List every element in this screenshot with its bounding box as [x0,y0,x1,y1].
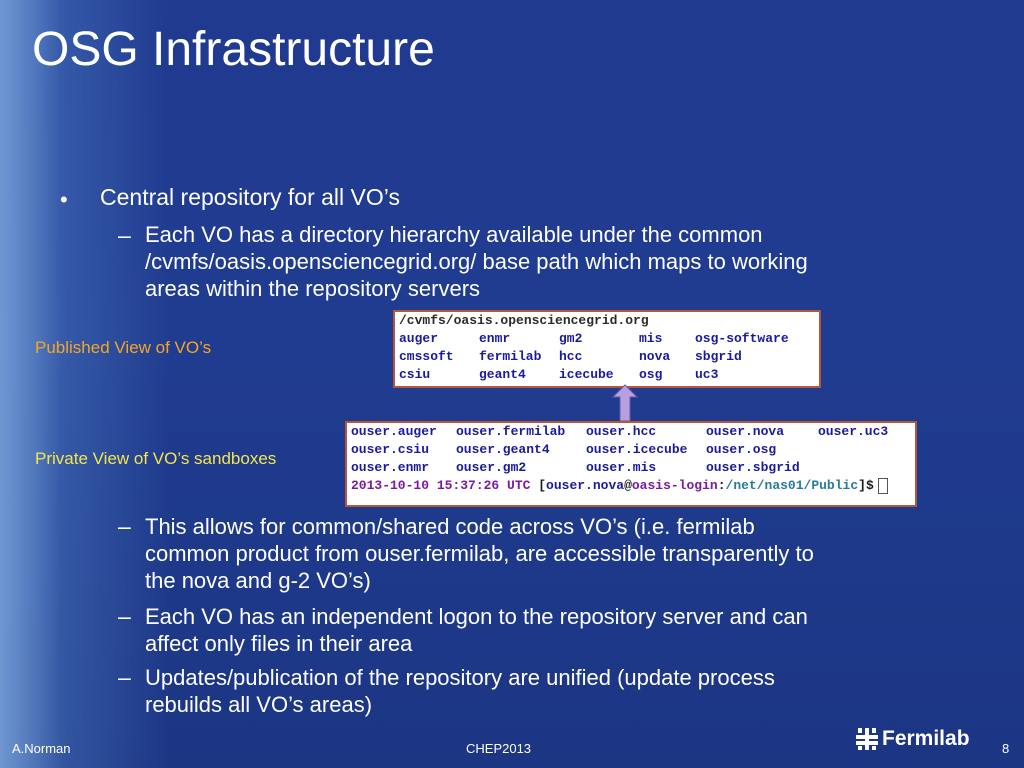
prompt-bracket-open: [ [530,478,547,493]
dir-entry: osg [639,367,663,382]
prompt-directory: /net/nas01/Public [725,478,859,493]
dir-entry: ouser.uc3 [818,424,889,439]
text-line: This allows for common/shared code acros… [145,514,755,539]
dir-entry: geant4 [479,367,526,382]
text-line: common product from ouser.fermilab, are … [145,541,814,566]
dir-entry: icecube [559,367,614,382]
up-arrow-icon [612,384,638,422]
fermilab-logo-text: Fermilab [882,727,970,750]
prompt-user: ouser.nova [546,478,625,493]
text-line: Each VO has an independent logon to the … [145,604,808,629]
terminal-row: ouser.enmr ouser.gm2 ouser.mis ouser.sbg… [347,459,915,477]
private-terminal-screenshot: ouser.auger ouser.fermilab ouser.hcc ous… [345,421,917,507]
bullet-marker: • [60,187,68,212]
dir-entry: ouser.nova [706,424,785,439]
text-line: areas within the repository servers [145,276,481,301]
sub-bullet-shared-code: This allows for common/shared code acros… [145,513,965,594]
dir-entry: nova [639,349,671,364]
dir-entry: sbgrid [695,349,742,364]
page-number: 8 [1002,741,1010,756]
prompt-at: @ [624,478,632,493]
dir-entry: ouser.gm2 [456,460,527,475]
dir-entry: ouser.enmr [351,460,430,475]
prompt-timestamp: 2013-10-10 15:37:26 UTC [351,478,531,493]
dir-entry: ouser.auger [351,424,437,439]
dir-entry: auger [399,331,439,346]
dir-entry: ouser.sbgrid [706,460,800,475]
prompt-bracket-close: ]$ [858,478,874,493]
sub-bullet-directory-hierarchy: Each VO has a directory hierarchy availa… [145,221,965,302]
text-line: Updates/publication of the repository ar… [145,665,775,690]
shell-prompt: 2013-10-10 15:37:26 UTC [ouser.nova@oasi… [347,477,915,495]
text-line: the nova and g-2 VO’s) [145,568,371,593]
terminal-row: csiu geant4 icecube osg uc3 [395,366,819,384]
terminal-row: auger enmr gm2 mis osg-software [395,330,819,348]
dir-entry: ouser.mis [586,460,657,475]
published-view-label: Published View of VO’s [35,338,212,357]
slide-title: OSG Infrastructure [32,23,435,76]
sub-bullet-updates-unified: Updates/publication of the repository ar… [145,664,965,718]
dir-entry: ouser.fermilab [456,424,566,439]
background-band [0,0,170,768]
bullet-central-repository: Central repository for all VO’s [100,184,400,210]
dir-entry: ouser.hcc [586,424,657,439]
dir-entry: ouser.icecube [586,442,688,457]
terminal-path: /cvmfs/oasis.opensciencegrid.org [399,313,649,328]
terminal-cursor [877,477,888,494]
dir-entry: osg-software [695,331,789,346]
text-line: affect only files in their area [145,631,413,656]
dir-entry: csiu [399,367,431,382]
dir-entry: hcc [559,349,583,364]
dir-entry: gm2 [559,331,583,346]
dash-marker: – [118,603,131,629]
sub-bullet-independent-logon: Each VO has an independent logon to the … [145,603,965,657]
background-band-light [0,0,60,768]
dir-entry: enmr [479,331,511,346]
terminal-row: ouser.csiu ouser.geant4 ouser.icecube ou… [347,441,915,459]
terminal-row: ouser.auger ouser.fermilab ouser.hcc ous… [347,423,915,441]
prompt-colon: : [717,478,726,493]
footer-author: A.Norman [12,741,71,756]
dir-entry: fermilab [479,349,542,364]
private-view-label: Private View of VO’s sandboxes [35,449,277,468]
dir-entry: uc3 [695,367,719,382]
text-line: /cvmfs/oasis.opensciencegrid.org/ base p… [145,249,808,274]
published-terminal-screenshot: /cvmfs/oasis.opensciencegrid.org auger e… [393,310,821,388]
dash-marker: – [118,222,131,248]
dir-entry: mis [639,331,663,346]
dir-entry: ouser.geant4 [456,442,550,457]
text-line: rebuilds all VO’s areas) [145,692,373,717]
dir-entry: ouser.csiu [351,442,430,457]
text-line: Each VO has a directory hierarchy availa… [145,222,763,247]
terminal-row: cmssoft fermilab hcc nova sbgrid [395,348,819,366]
dir-entry: cmssoft [399,349,454,364]
prompt-host: oasis-login [631,478,718,493]
dir-entry: ouser.osg [706,442,777,457]
dash-marker: – [118,513,131,539]
fermilab-logo: Fermilab [856,727,970,750]
fermilab-logo-icon [856,728,878,750]
dash-marker: – [118,664,131,690]
footer-conference: CHEP2013 [466,741,532,756]
